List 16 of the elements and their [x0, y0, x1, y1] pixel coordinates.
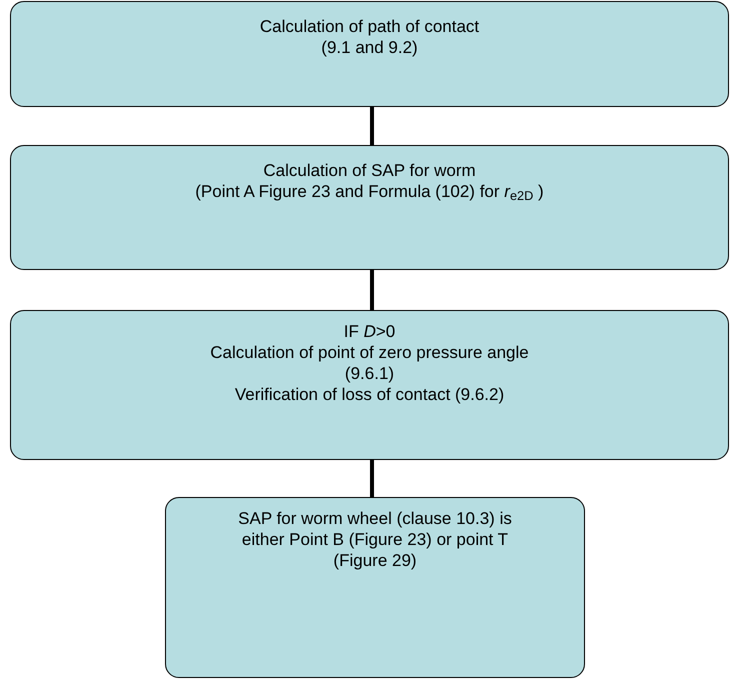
box-text: SAP for worm wheel (clause 10.3) is either Point B (Figure 23) or point T (Figure 29): [237, 508, 513, 571]
box-text: IF D>0: [344, 321, 396, 342]
box-text: Calculation of SAP for worm: [263, 160, 476, 181]
box-text: (9.6.1): [344, 363, 394, 384]
box-text: (Point A Figure 23 and Formula (102) for r$_{e2D}$ ): [195, 181, 544, 202]
connector-line: [370, 107, 374, 145]
process-box: [10, 310, 729, 460]
process-box: [10, 145, 729, 270]
box-text: Verification of loss of contact (9.6.2): [234, 384, 504, 405]
box-text: Calculation of path of contact: [260, 16, 480, 37]
connector-line: [370, 270, 374, 310]
process-box: [165, 497, 585, 678]
connector-line: [370, 460, 374, 497]
process-box: [10, 1, 729, 107]
box-text: (9.1 and 9.2): [321, 37, 418, 58]
box-text: Calculation of point of zero pressure angle: [210, 342, 529, 363]
